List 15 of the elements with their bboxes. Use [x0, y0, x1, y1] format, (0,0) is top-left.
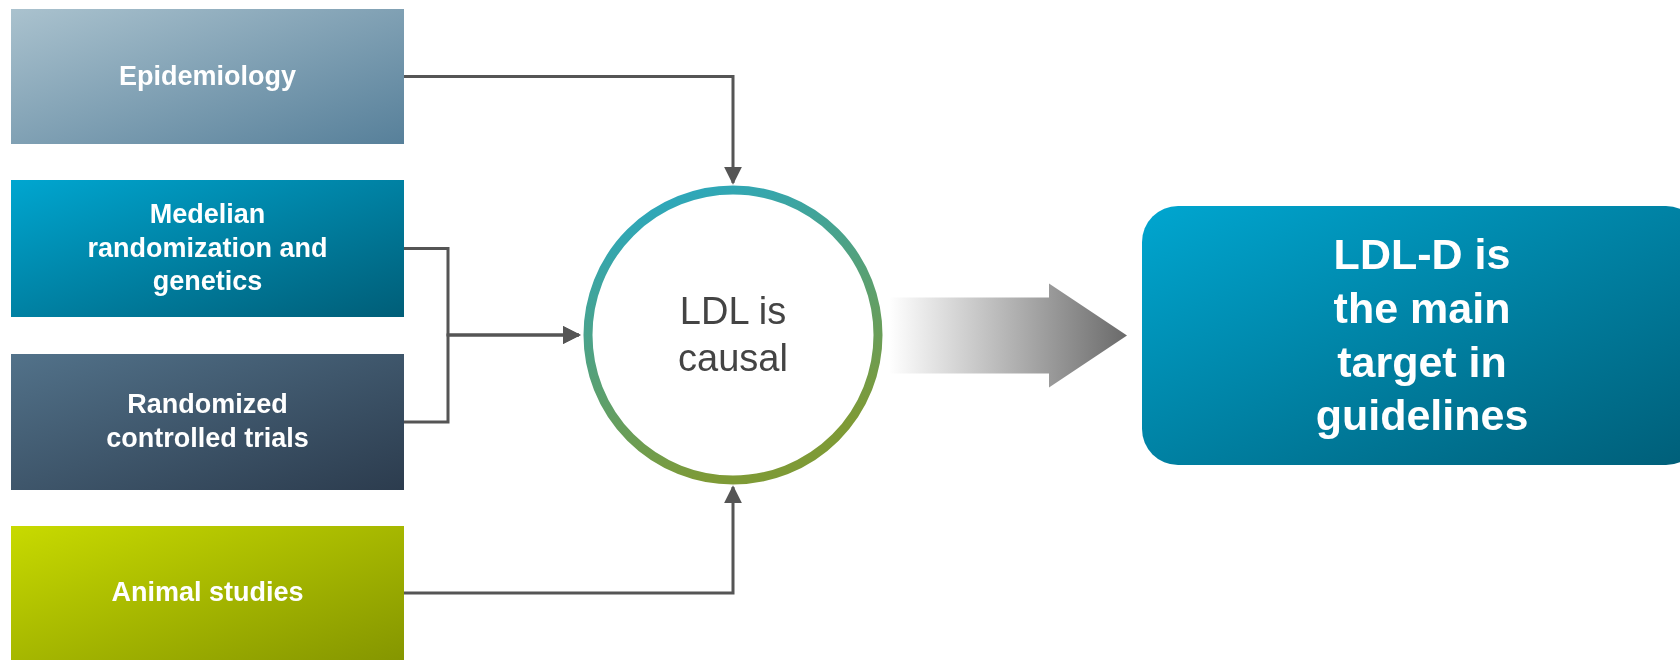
- arrow: [404, 485, 742, 595]
- ring-circle: [583, 185, 883, 485]
- result-box: [1142, 206, 1680, 465]
- arrow: [404, 326, 581, 424]
- source-box: [11, 9, 404, 144]
- node-text: Randomized controlled trials: [105, 388, 310, 455]
- arrow: [404, 75, 742, 185]
- source-box: [11, 526, 404, 660]
- node-text: Animal studies: [110, 576, 305, 610]
- node-text: LDL is causal: [677, 288, 789, 381]
- node-text: LDL-D is the main target in guidelines: [1314, 229, 1530, 442]
- node-text: Medelian randomization and genetics: [86, 197, 329, 299]
- source-box: [11, 354, 404, 490]
- source-box: [11, 180, 404, 317]
- node-text: Epidemiology: [118, 59, 297, 93]
